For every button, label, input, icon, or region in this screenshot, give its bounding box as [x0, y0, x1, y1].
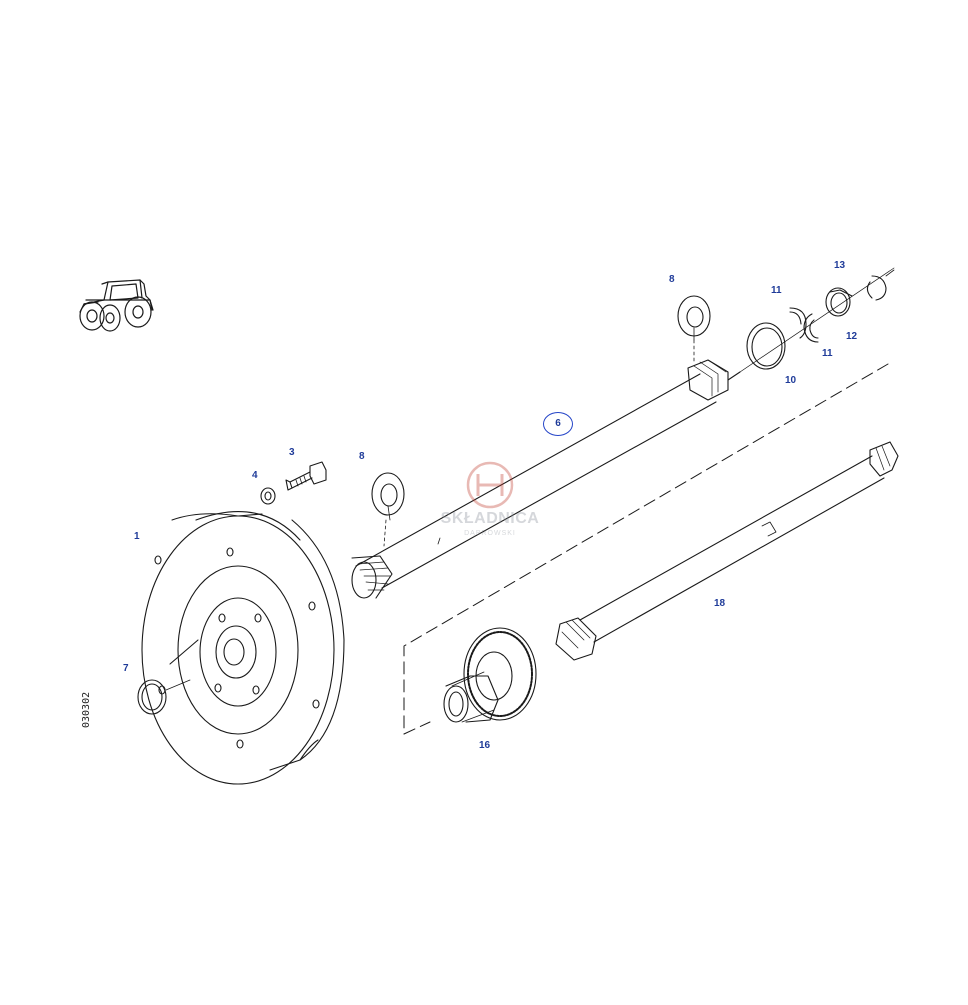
- o-ring: [137, 679, 191, 715]
- callout-4[interactable]: 4: [252, 470, 258, 481]
- callout-10[interactable]: 10: [785, 375, 797, 386]
- callout-7[interactable]: 7: [123, 663, 129, 674]
- callout-8-right[interactable]: 8: [669, 274, 675, 285]
- snap-ring: [866, 269, 895, 301]
- callout-13[interactable]: 13: [834, 260, 846, 271]
- circlip-large: [746, 322, 786, 370]
- thrust-washer-left: [371, 472, 405, 547]
- callout-18[interactable]: 18: [714, 598, 726, 609]
- watermark-brand: SKŁADNICA: [440, 510, 540, 527]
- callout-8-left[interactable]: 8: [359, 451, 365, 462]
- bolt: [285, 461, 327, 491]
- callout-6[interactable]: 6: [543, 412, 573, 436]
- flywheel-disc: [141, 510, 345, 785]
- callout-1[interactable]: 1: [134, 531, 140, 542]
- callout-16[interactable]: 16: [479, 740, 491, 751]
- tractor-icon: [79, 279, 154, 332]
- callout-11-upper[interactable]: 11: [771, 285, 782, 296]
- half-ring-upper: [789, 307, 807, 339]
- callout-11-lower[interactable]: 11: [822, 348, 833, 359]
- half-ring-lower: [803, 313, 819, 343]
- gear-hub: [443, 627, 537, 723]
- watermark-emblem-icon: [466, 461, 514, 509]
- thrust-washer-right: [677, 295, 711, 363]
- watermark-logo: SKŁADNICA DĄBROWSKI: [420, 460, 560, 550]
- drawing-code: 030302: [81, 691, 92, 728]
- dashed-reference: [403, 363, 889, 735]
- bearing-ring: [825, 287, 853, 317]
- callout-12[interactable]: 12: [846, 331, 858, 342]
- watermark-sub: DĄBROWSKI: [464, 530, 516, 537]
- washer: [260, 487, 276, 505]
- center-axis: [739, 267, 895, 373]
- main-shaft: [351, 359, 741, 599]
- callout-3[interactable]: 3: [289, 447, 295, 458]
- long-shaft: [555, 441, 899, 661]
